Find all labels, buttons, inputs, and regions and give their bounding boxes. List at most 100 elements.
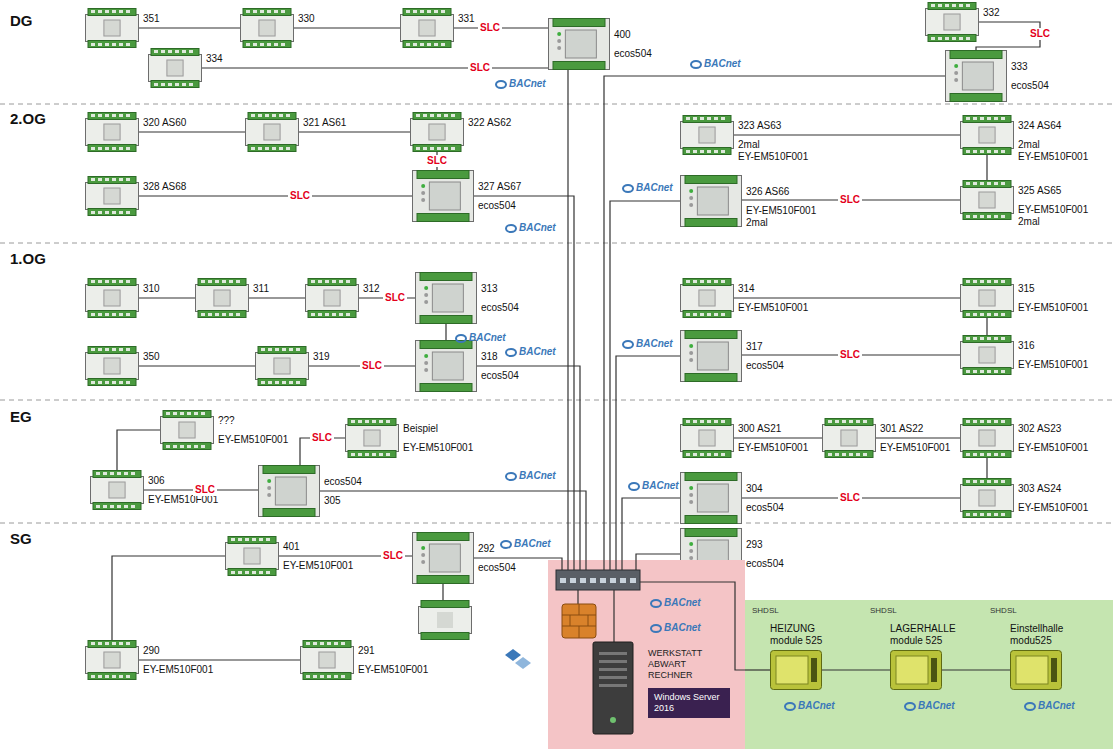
terminal-strip — [228, 569, 276, 576]
terminal-screw — [931, 4, 935, 7]
terminal-strip — [88, 379, 136, 386]
terminal-screw — [119, 675, 123, 678]
device-label: 324 AS64 — [1018, 120, 1061, 132]
terminal-screw — [119, 178, 123, 181]
device-label: 321 AS61 — [303, 117, 346, 129]
device-label: 300 AS21 — [738, 423, 781, 435]
terminal-screw — [849, 420, 853, 423]
device-note: 2mal — [738, 139, 760, 151]
device-note: 2mal — [1018, 216, 1040, 228]
switch-port — [590, 578, 596, 583]
terminal-screw — [693, 280, 697, 283]
floor-separator — [548, 523, 1113, 524]
protocol-label: BACnet — [650, 597, 701, 609]
terminal-screw — [980, 182, 984, 185]
device-label: 328 AS68 — [143, 181, 186, 193]
terminal-screw — [994, 480, 998, 483]
terminal-screw — [423, 114, 427, 117]
device-icon — [1010, 650, 1062, 690]
status-led — [557, 46, 561, 50]
terminal-screw — [296, 348, 300, 351]
terminal-screw — [306, 642, 310, 645]
bus-label: SLC — [381, 550, 405, 562]
terminal-strip — [413, 113, 461, 120]
terminal-screw — [987, 370, 991, 373]
terminal-screw — [437, 147, 441, 150]
server-led — [610, 717, 616, 723]
terminal-strip — [928, 35, 976, 42]
module-face — [274, 358, 290, 374]
terminal-screw — [994, 280, 998, 283]
network-switch — [556, 570, 640, 590]
device-icon — [680, 472, 742, 524]
module-face — [319, 652, 335, 668]
wire — [579, 560, 580, 570]
terminal-strip — [88, 113, 136, 120]
terminal-screw — [686, 150, 690, 153]
terminal-screw — [693, 420, 697, 423]
terminal-screw — [318, 280, 322, 283]
terminal-screw — [325, 280, 329, 283]
terminal-screw — [229, 313, 233, 316]
terminal-screw — [707, 117, 711, 120]
floor-label: DG — [10, 12, 33, 29]
terminal-screw — [131, 505, 135, 508]
terminal-strip — [685, 374, 737, 382]
terminal-screw — [320, 642, 324, 645]
server-symbol — [593, 642, 633, 734]
terminal-screw — [131, 472, 135, 475]
connector-line — [822, 669, 890, 670]
terminal-screw — [201, 445, 205, 448]
protocol-label: BACnet — [628, 480, 679, 492]
terminal-screw — [406, 43, 410, 46]
module-face — [109, 482, 125, 498]
terminal-screw — [966, 150, 970, 153]
module-face — [104, 358, 120, 374]
module-face — [1016, 656, 1048, 684]
controller-body — [416, 341, 477, 392]
device-note: EY-EM510F001 — [1018, 442, 1088, 454]
terminal-strip — [950, 94, 1002, 102]
connector-line — [876, 437, 960, 438]
controller-body — [413, 533, 474, 584]
module-body — [91, 477, 144, 504]
terminal-strip — [93, 471, 141, 478]
terminal-screw — [187, 445, 191, 448]
module-body — [86, 353, 139, 380]
terminal-screw — [346, 313, 350, 316]
terminal-screw — [253, 10, 257, 13]
device-icon — [345, 418, 399, 458]
module-body — [926, 9, 979, 36]
terminal-screw — [339, 313, 343, 316]
terminal-screw — [189, 50, 193, 53]
module-face — [364, 430, 380, 446]
terminal-screw — [1001, 280, 1005, 283]
status-led — [689, 203, 693, 207]
terminal-screw — [966, 513, 970, 516]
terminal-strip — [683, 311, 731, 318]
terminal-screw — [105, 348, 109, 351]
line-type-label: SHDSL — [752, 606, 779, 616]
terminal-screw — [105, 211, 109, 214]
module-slot — [811, 658, 817, 682]
device-label: 304 — [746, 483, 763, 495]
module-face — [104, 652, 120, 668]
wire — [621, 560, 622, 570]
terminal-strip — [93, 503, 141, 510]
terminal-screw — [282, 348, 286, 351]
terminal-screw — [313, 675, 317, 678]
terminal-screw — [966, 280, 970, 283]
terminal-strip — [685, 473, 737, 481]
terminal-screw — [112, 10, 116, 13]
terminal-screw — [126, 10, 130, 13]
terminal-screw — [275, 381, 279, 384]
terminal-screw — [245, 538, 249, 541]
terminal-screw — [236, 280, 240, 283]
terminal-screw — [154, 50, 158, 53]
terminal-strip — [928, 3, 976, 10]
terminal-screw — [325, 313, 329, 316]
device-label: 350 — [143, 351, 160, 363]
connector-line — [942, 669, 1010, 670]
protocol-label: BACnet — [650, 622, 701, 634]
module-face — [699, 127, 715, 143]
